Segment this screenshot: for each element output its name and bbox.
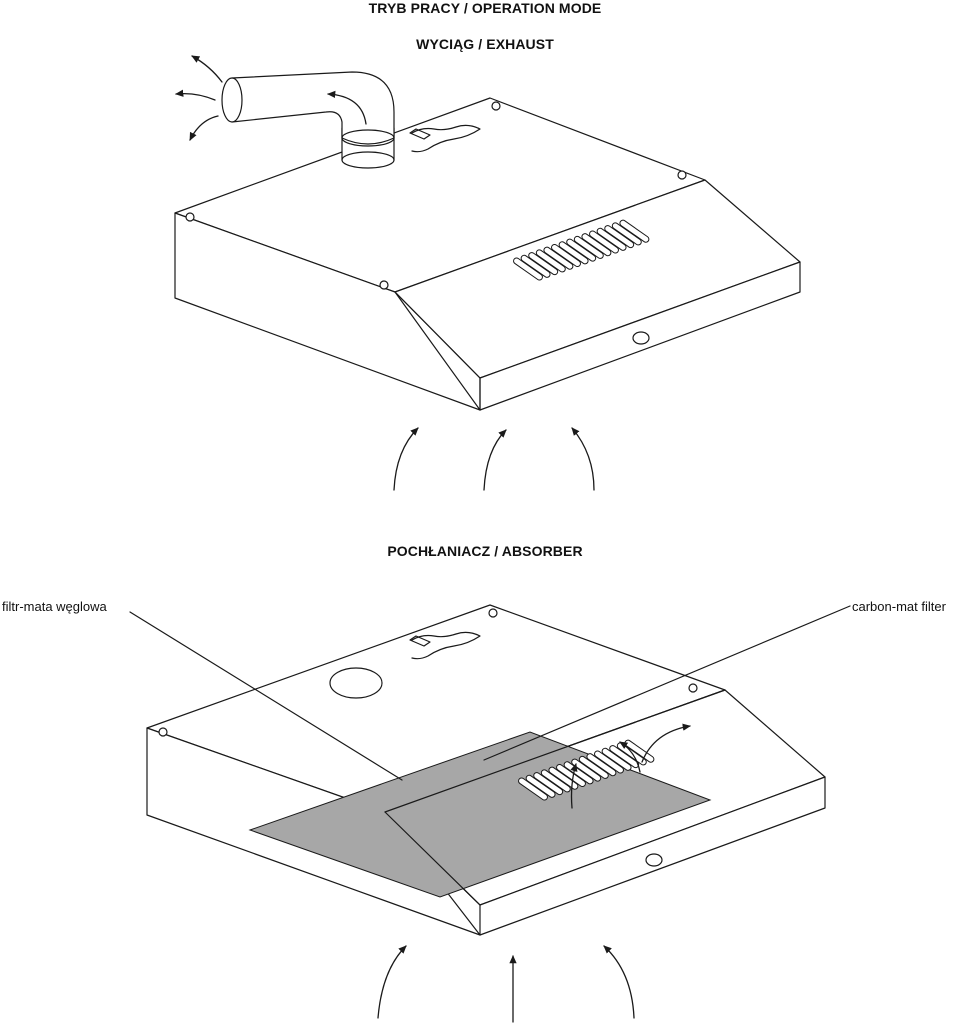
screw-icon: [185, 101, 687, 290]
vent-slot: [525, 774, 556, 798]
vent-slot: [528, 252, 559, 276]
vent-slot: [566, 238, 597, 262]
exhaust-title: WYCIĄG / EXHAUST: [416, 36, 554, 52]
absorber-title: POCHŁANIACZ / ABSORBER: [387, 543, 583, 559]
vent-slot: [601, 747, 632, 771]
vent-slot: [604, 225, 635, 249]
vent-slot: [535, 249, 566, 273]
power-cord-icon: [409, 631, 481, 660]
vent-slot: [556, 763, 586, 788]
vent-slot: [611, 222, 642, 246]
filter-leader-line-pl: [129, 611, 403, 781]
vent-grille: [513, 219, 650, 281]
vent-slot: [619, 219, 650, 243]
vent-slot: [540, 769, 571, 793]
vent-slot: [586, 753, 617, 777]
filter-label-pl: filtr-mata węglowa: [2, 599, 107, 614]
vent-slot: [596, 227, 627, 251]
filter-label-en: carbon-mat filter: [852, 599, 946, 614]
vent-slot: [558, 241, 589, 265]
exhaust-duct: [221, 71, 395, 169]
duct-opening: [329, 667, 383, 699]
vent-slot: [589, 230, 619, 254]
vent-slot: [548, 766, 579, 790]
vent-slot: [520, 254, 551, 278]
vent-slot: [624, 739, 655, 763]
vent-slot: [518, 777, 548, 801]
control-knob-icon: [632, 331, 650, 345]
vent-slot: [571, 758, 602, 782]
filter-leader-line-en: [483, 605, 851, 761]
vent-slot: [578, 755, 609, 779]
power-cord-icon: [409, 124, 481, 153]
vent-slot: [581, 233, 612, 257]
vent-slot: [551, 243, 581, 268]
vent-slot: [513, 257, 543, 281]
vent-slot: [543, 246, 574, 270]
mode-title: TRYB PRACY / OPERATION MODE: [368, 0, 602, 16]
vent-slot: [594, 750, 624, 774]
vent-grille: [518, 739, 655, 801]
exhaust-hood: [174, 55, 801, 491]
vent-slot: [533, 772, 564, 796]
absorber-hood: [129, 604, 851, 1023]
vent-slot: [573, 235, 604, 259]
control-knob-icon: [645, 853, 663, 867]
